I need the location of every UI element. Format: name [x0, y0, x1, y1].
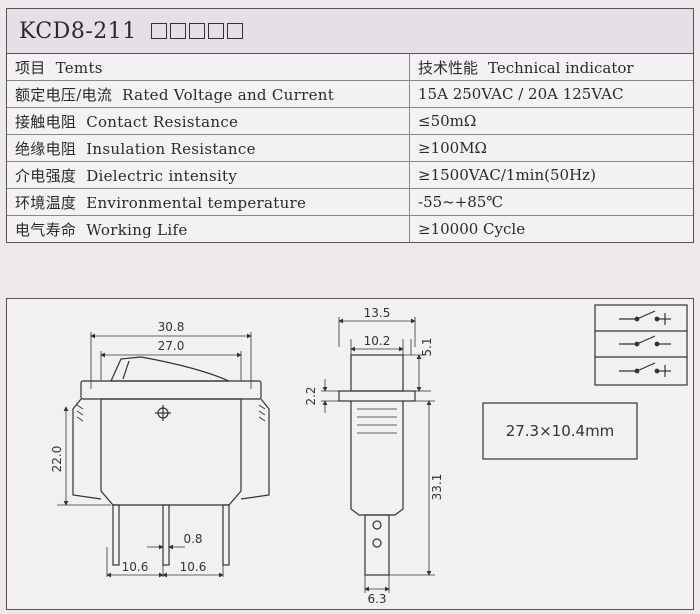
spec-value: ≤50mΩ [418, 112, 477, 130]
title-box [188, 23, 205, 39]
spec-name-en: Environmental temperature [86, 193, 307, 212]
spec-value-cell: ≥10000 Cycle [410, 216, 694, 243]
spec-name-en: Working Life [86, 220, 188, 239]
table-row: 介电强度 Dielectric intensity ≥1500VAC/1min(50… [7, 161, 693, 189]
spec-name-cell: 介电强度 Dielectric intensity [7, 161, 410, 189]
spec-name-cn: 额定电压/电流 [15, 85, 113, 104]
spec-name-cell: 额定电压/电流 Rated Voltage and Current [7, 80, 410, 108]
dim-side-body: 10.2 [364, 334, 391, 348]
spec-value: -55~+85℃ [418, 193, 504, 211]
dim-side-top: 13.5 [364, 306, 391, 320]
table-row: 绝缘电阻 Insulation Resistance ≥100MΩ [7, 134, 693, 162]
spec-name-en: Rated Voltage and Current [122, 85, 335, 104]
header-value-cn: 技术性能 [418, 58, 479, 77]
schematic-panel [594, 304, 688, 386]
dim-pin-gap: 0.8 [183, 532, 202, 546]
table-row: 环境温度 Environmental temperature -55~+85℃ [7, 188, 693, 216]
title-box [169, 23, 186, 39]
spec-name-cell: 接触电阻 Contact Resistance [7, 107, 410, 135]
spec-table: 项目 Temts 技术性能 Technical indicator 额定电压/电流 R… [7, 54, 693, 242]
spec-name-cn: 绝缘电阻 [15, 139, 77, 158]
spec-value-cell: ≥100MΩ [409, 134, 693, 162]
spec-name-cn: 介电强度 [15, 166, 77, 185]
spec-name-cn: 环境温度 [15, 193, 77, 212]
switch-symbol-icon [619, 310, 671, 325]
dim-side-pin: 6.3 [367, 592, 386, 606]
title-box [207, 23, 224, 39]
header-value-en: Technical indicator [488, 58, 634, 77]
dim-pin-right: 10.6 [180, 560, 207, 574]
switch-symbol-icon [619, 362, 671, 377]
spec-value-cell: ≥1500VAC/1min(50Hz) [409, 161, 693, 189]
spec-name-cell: 电气寿命 Working Life [7, 215, 410, 242]
spec-value: ≥1500VAC/1min(50Hz) [418, 166, 596, 184]
dimension-drawing-panel: 30.8 27.0 22.0 0.8 10.6 10.6 13.5 10.2 5… [6, 298, 694, 610]
dim-front-height: 22.0 [50, 446, 64, 473]
spec-value-cell: 15A 250VAC / 20A 125VAC [409, 80, 693, 108]
side-view [321, 317, 435, 593]
dim-inner-width: 27.0 [158, 339, 185, 353]
title-placeholder-boxes [150, 23, 243, 39]
table-row: 电气寿命 Working Life ≥10000 Cycle [7, 215, 694, 243]
spec-value: ≥10000 Cycle [418, 220, 526, 238]
spec-value: ≥100MΩ [418, 139, 487, 157]
spec-value: 15A 250VAC / 20A 125VAC [418, 85, 624, 103]
dim-pin-left: 10.6 [122, 560, 149, 574]
cutout-size: 27.3×10.4mm [506, 422, 615, 440]
header-name-cn: 项目 [15, 58, 46, 77]
cutout-box [482, 402, 638, 460]
spec-name-en: Insulation Resistance [86, 139, 256, 158]
dim-side-rocker: 5.1 [420, 337, 434, 356]
header-name-cell: 项目 Temts [7, 54, 410, 81]
table-row: 额定电压/电流 Rated Voltage and Current 15A 250V… [7, 80, 693, 108]
table-row: 接触电阻 Contact Resistance ≤50mΩ [7, 107, 693, 135]
spec-name-en: Contact Resistance [86, 112, 239, 131]
spec-value-cell: -55~+85℃ [409, 188, 693, 216]
title-box [226, 23, 243, 39]
title-box [150, 23, 167, 39]
dimension-drawing: 30.8 27.0 22.0 0.8 10.6 10.6 13.5 10.2 5… [50, 304, 688, 606]
spec-value-cell: ≤50mΩ [409, 107, 693, 135]
spec-name-cell: 绝缘电阻 Insulation Resistance [7, 134, 410, 162]
spec-table-panel: KCD8-211 项目 Temts 技术性能 Technical indicator… [6, 8, 694, 243]
front-view [57, 332, 270, 578]
title-bar: KCD8-211 [7, 9, 693, 54]
switch-symbol-icon [619, 335, 671, 347]
spec-name-en: Dielectric intensity [86, 166, 238, 185]
dim-side-flange: 2.2 [304, 386, 318, 405]
spec-name-cell: 环境温度 Environmental temperature [7, 188, 410, 216]
spec-name-cn: 电气寿命 [15, 220, 77, 239]
spec-name-cn: 接触电阻 [15, 112, 77, 131]
dim-outer-width: 30.8 [158, 320, 185, 334]
header-value-cell: 技术性能 Technical indicator [409, 54, 693, 81]
model-title: KCD8-211 [19, 18, 137, 44]
header-name-en: Temts [55, 58, 103, 77]
table-header-row: 项目 Temts 技术性能 Technical indicator [7, 54, 693, 81]
dim-side-length: 33.1 [430, 474, 444, 501]
